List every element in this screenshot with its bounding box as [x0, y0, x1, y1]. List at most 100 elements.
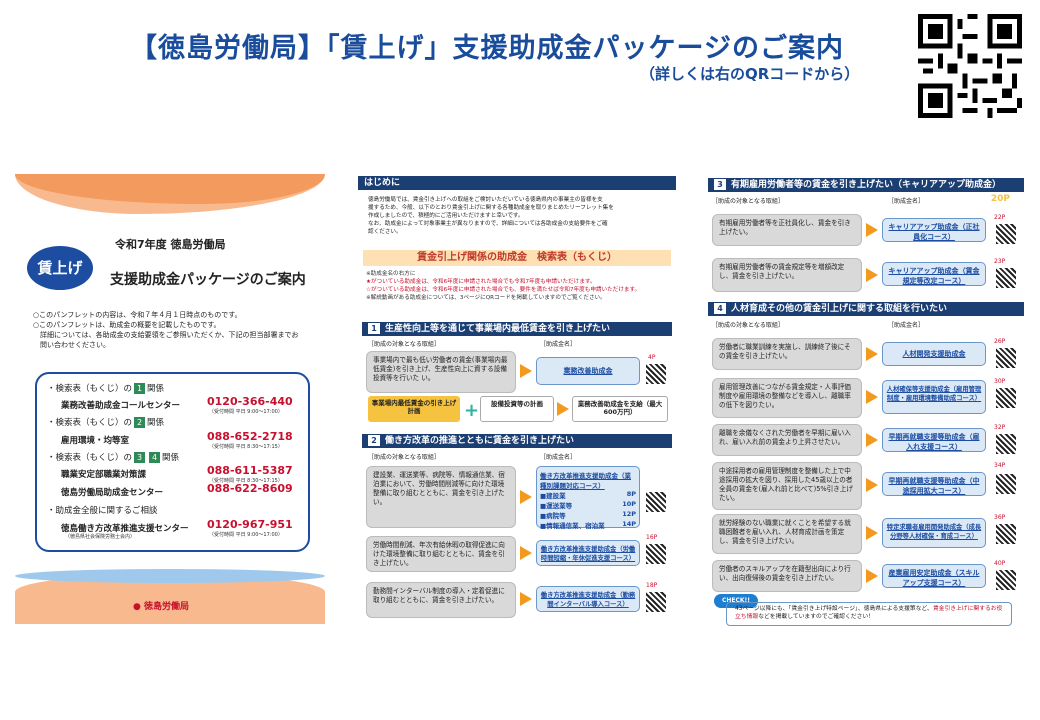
- arrow-right-icon: [520, 364, 532, 378]
- grant-link[interactable]: 特定求職者雇用開発助成金（成長分野等人材確保・育成コース）: [882, 518, 986, 548]
- arrow-right-icon: [520, 546, 532, 560]
- pamphlet-notes: ○このパンフレットの内容は、令和７年４月１日時点のものです。 ○このパンフレット…: [33, 310, 319, 350]
- labour-bureau-logo: ● 徳島労働局: [133, 602, 190, 612]
- col-name-label: ［助成金名］: [888, 198, 925, 205]
- flow-step: 事業場内最低賃金の引き上げ計画: [368, 396, 460, 422]
- contact-tel[interactable]: 088-622-8609: [207, 482, 293, 495]
- note-line: ○このパンフレットの内容は、令和７年４月１日時点のものです。: [33, 311, 242, 319]
- contact-tel[interactable]: 0120-366-440: [207, 395, 293, 408]
- pamphlet-cover-page: 賃上げ 令和7年度 徳島労働局 支援助成金パッケージのご案内 ○このパンフレット…: [15, 174, 325, 624]
- grant-link[interactable]: 人材確保等支援助成金（雇用管理制度・雇用環境整備助成コース）: [882, 380, 986, 414]
- contact-tel[interactable]: 088-611-5387: [207, 464, 293, 477]
- page-ref[interactable]: 26P: [994, 338, 1006, 345]
- page-ref[interactable]: 23P: [994, 258, 1006, 265]
- arrow-right-icon: [866, 390, 878, 404]
- mini-qr-icon[interactable]: [996, 388, 1016, 408]
- arrow-right-icon: [866, 268, 878, 282]
- page-title: 【徳島労働局】「賃上げ」支援助成金パッケージのご案内: [130, 33, 844, 64]
- contact-name: 徳島働き方改革推進支援センター: [61, 524, 189, 534]
- fiscal-year-label: 令和7年度 徳島労働局: [115, 238, 226, 251]
- mini-qr-icon[interactable]: [996, 474, 1016, 494]
- mini-qr-icon[interactable]: [646, 492, 666, 512]
- speech-bubble-badge: 賃上げ: [27, 246, 93, 290]
- grant-link[interactable]: 働き方改革推進支援助成金（労働時間短縮・年休促進支援コース）: [536, 540, 640, 566]
- page-ref[interactable]: 4P: [648, 354, 656, 361]
- note-line: 問い合わせください。: [33, 341, 110, 349]
- mini-qr-icon[interactable]: [646, 592, 666, 612]
- contact-name: 徳島労働局助成金センター: [61, 488, 164, 498]
- page-ref[interactable]: 36P: [994, 514, 1006, 521]
- intro-heading: はじめに: [358, 176, 676, 190]
- grant-link[interactable]: キャリアアップ助成金（正社員化コース）: [882, 218, 986, 242]
- target-item: 事業場内で最も低い労働者の賃金(事業場内最低賃金)を引き上げ、生産性向上に資する…: [366, 351, 516, 393]
- mini-qr-icon[interactable]: [996, 434, 1016, 454]
- target-item: 労働時間削減、年次有給休暇の取得促進に向けた環境整備に取り組むとともに、賃金を引…: [366, 536, 516, 572]
- target-item: 離職を余儀なくされた労働者を早期に雇い入れ、雇い入れ前の賃金より上昇させたい。: [712, 424, 862, 456]
- contact-tel[interactable]: 088-652-2718: [207, 430, 293, 443]
- qr-code-icon[interactable]: [918, 14, 1022, 118]
- arrow-right-icon: [520, 490, 532, 504]
- grant-link[interactable]: 人材開発支援助成金: [882, 342, 986, 366]
- arrow-right-icon: [866, 569, 878, 583]
- col-target-label: ［助成の対象となる取組］: [368, 454, 440, 461]
- flow-step: 設備投資等の計画: [480, 396, 554, 422]
- contact-name: 雇用環境・均等室: [61, 436, 130, 446]
- grant-link[interactable]: 働き方改革推進支援助成金（勤務間インターバル導入コース）: [536, 586, 640, 612]
- grant-link[interactable]: 業務改善助成金: [536, 357, 640, 385]
- contact-hours: （受付時間 平日 8:30～17:15）: [209, 444, 283, 450]
- mini-qr-icon[interactable]: [996, 348, 1016, 368]
- contact-hours: （受付時間 平日 9:00～17:00）: [209, 409, 283, 415]
- pamphlet-title: 支援助成金パッケージのご案内: [110, 272, 306, 288]
- search-table-title: 賃金引上げ関係の助成金 検索表（もくじ）: [363, 250, 671, 266]
- mini-qr-icon[interactable]: [996, 224, 1016, 244]
- page-ref[interactable]: 16P: [646, 534, 658, 541]
- arrow-right-icon: [557, 402, 569, 416]
- contact-sub: （徳島県社会保険労務士会内）: [65, 534, 136, 540]
- mini-qr-icon[interactable]: [646, 544, 666, 564]
- intro-text: 徳島労働局では、賃金引き上げへの取組をご検討いただいている徳島県内の事業主の皆様…: [368, 197, 614, 235]
- arrow-right-icon: [866, 478, 878, 492]
- page-ref[interactable]: 34P: [994, 462, 1006, 469]
- flow-step: 業務改善助成金を支給（最大600万円）: [572, 396, 668, 422]
- col-target-label: ［助成の対象となる取組］: [712, 198, 784, 205]
- grant-link[interactable]: キャリアアップ助成金（賃金規定等改定コース）: [882, 262, 986, 286]
- mini-qr-icon[interactable]: [996, 524, 1016, 544]
- contact-category: ・助成金全般に関するご相談: [47, 506, 158, 516]
- arrow-right-icon: [866, 223, 878, 237]
- note-line: ○このパンフレットは、助成金の概要を記載したものです。: [33, 321, 221, 329]
- check-note: 43ページ以降にも、「賃金引き上げ特設ページ」、徳島県による支援策など、賃金引き…: [726, 602, 1012, 626]
- mini-qr-icon[interactable]: [646, 364, 666, 384]
- mini-qr-icon[interactable]: [996, 570, 1016, 590]
- page-ref[interactable]: 30P: [994, 378, 1006, 385]
- col-target-label: ［助成の対象となる取組］: [712, 322, 784, 329]
- target-item: 有期雇用労働者等の賃金規定等を増額改定し、賃金を引き上げたい。: [712, 258, 862, 292]
- target-item: 労働者に職業訓練を実施し、訓練終了後にその賃金を引き上げたい。: [712, 338, 862, 370]
- page-ref[interactable]: 40P: [994, 560, 1006, 567]
- page-ref[interactable]: 22P: [994, 214, 1006, 221]
- grant-link[interactable]: 早期再就職支援等助成金（中途採用拡大コース）: [882, 472, 986, 496]
- contact-name: 職業安定部職業対策課: [61, 470, 147, 480]
- target-item: 就労経験のない職業に就くことを希望する就職困難者を雇い入れ、人材育成計画を策定し…: [712, 514, 862, 554]
- target-item: 労働者のスキルアップを在籍型出向により行い、出向復帰後の賃金を引き上げたい。: [712, 560, 862, 592]
- arrow-right-icon: [866, 433, 878, 447]
- page-ref[interactable]: 32P: [994, 424, 1006, 431]
- contact-hours: （受付時間 平日 9:00～17:00）: [209, 532, 283, 538]
- decor-wave-blue: [15, 569, 325, 583]
- grant-link[interactable]: 早期再就職支援等助成金（雇入れ支援コース）: [882, 428, 986, 452]
- mini-qr-icon[interactable]: [996, 268, 1016, 288]
- page-ref[interactable]: 18P: [646, 582, 658, 589]
- contact-tel[interactable]: 0120-967-951: [207, 518, 293, 531]
- target-item: 建設業、運送業等、病院等、情報通信業、宿泊業において、労働時間削減等に向けた環境…: [366, 466, 516, 528]
- target-item: 雇用管理改善につながる賃金規定・人事評価制度や雇用環境の整備などを導入し、離職率…: [712, 378, 862, 418]
- grant-link[interactable]: 産業雇用安定助成金（スキルアップ支援コース）: [882, 564, 986, 588]
- note-line: 詳細については、各助成金の支給要領をご参照いただくか、下記の担当部署までお: [33, 331, 299, 339]
